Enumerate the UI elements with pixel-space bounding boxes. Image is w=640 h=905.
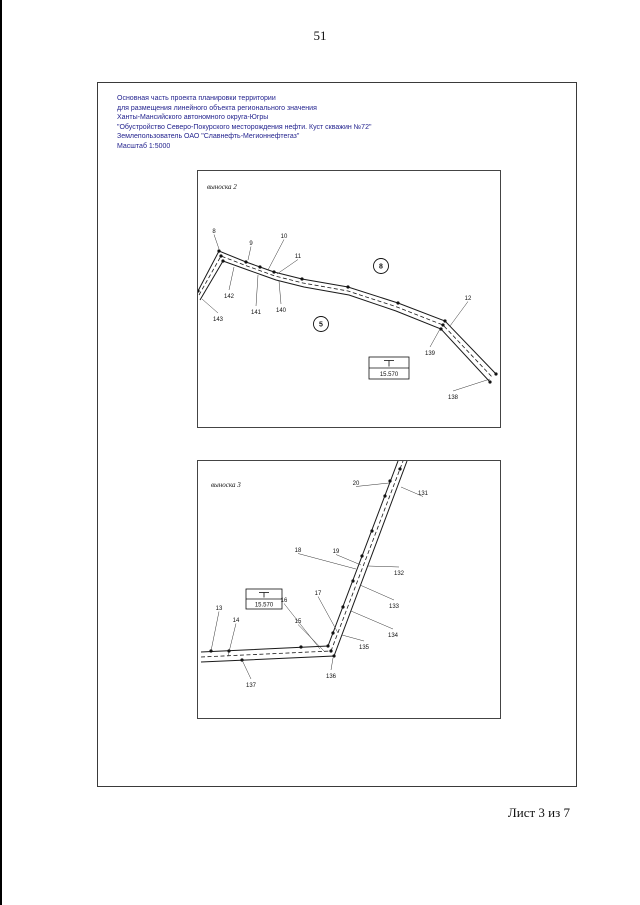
title-line: "Обустройство Северо-Покурского месторож… <box>117 123 372 131</box>
point-label: 17 <box>315 591 322 597</box>
drawing-frame: Основная часть проекта планировки террит… <box>97 82 577 787</box>
measurement-callout: 15.570 <box>368 356 410 380</box>
vynoska3-drawing: 15.570 20 131 18 19 132 133 134 135 136 16 17 15 13 1… <box>200 461 429 689</box>
point-label: 135 <box>359 645 370 651</box>
label-leader-line <box>367 565 400 568</box>
svg-text:8: 8 <box>379 264 383 271</box>
point-label: 8 <box>212 229 216 235</box>
title-line: Основная часть проекта планировки террит… <box>117 95 276 102</box>
title-line: Землепользователь ОАО "Славнефть-Мегионн… <box>117 133 300 140</box>
label-leader-line <box>201 298 219 314</box>
route-line <box>199 260 491 383</box>
point-label: 141 <box>251 310 262 316</box>
label-leader-line <box>213 234 220 250</box>
measurement-value: 15.570 <box>255 603 274 609</box>
label-leader-line <box>210 611 220 652</box>
label-leader-line <box>330 657 334 671</box>
point-label: 142 <box>224 294 235 300</box>
svg-text:5: 5 <box>319 322 323 329</box>
route-vertex-dots <box>209 467 402 662</box>
point-label: 9 <box>249 241 253 247</box>
point-label: 137 <box>246 683 257 689</box>
label-leader-line <box>297 624 326 653</box>
inset-vynoska3: 15.570 20 131 18 19 132 133 134 135 136 16 17 15 13 1… <box>197 460 501 719</box>
measurement-value: 15.570 <box>380 372 399 378</box>
label-leader-line <box>276 259 299 275</box>
circled-point-number: 5 <box>313 316 329 332</box>
point-label: 12 <box>465 296 472 302</box>
vynoska2-drawing: 15.570 8 9 10 11 142 141 140 143 12 139 138 8 5 <box>198 229 498 401</box>
title-line: Масштаб 1:5000 <box>117 142 171 150</box>
route-axis-line <box>198 255 494 379</box>
title-block: Основная часть проекта планировки террит… <box>117 94 517 151</box>
route-axis-line <box>200 461 404 658</box>
label-leader-line <box>228 266 235 291</box>
point-label: 143 <box>213 317 224 323</box>
point-label: 133 <box>389 604 400 610</box>
point-label: 136 <box>326 674 337 680</box>
scan-edge-artifact <box>0 0 2 905</box>
label-leader-line <box>355 482 390 487</box>
label-leader-line <box>241 659 252 680</box>
point-label: 16 <box>281 598 288 604</box>
point-label: 139 <box>425 351 436 357</box>
label-leader-line <box>317 596 339 634</box>
point-label: 18 <box>295 548 302 554</box>
route-vertex-dots <box>198 249 498 384</box>
circled-point-number: 8 <box>373 258 389 274</box>
label-leader-line <box>297 553 357 570</box>
point-label: 131 <box>418 491 429 497</box>
label-leader-line <box>255 274 259 307</box>
title-line: для размещения линейного объекта региона… <box>117 104 317 112</box>
label-leader-line <box>278 280 282 305</box>
sheet-number: Лист 3 из 7 <box>507 805 570 820</box>
measurement-callout: 15.570 <box>245 588 283 610</box>
point-label: 134 <box>388 633 399 639</box>
point-label: 19 <box>333 549 340 555</box>
label-leader-line <box>335 554 362 566</box>
point-label: 20 <box>353 481 360 487</box>
page-number: 51 <box>313 28 327 43</box>
label-leader-line <box>400 486 424 497</box>
label-leader-line <box>359 584 395 601</box>
label-leader-line <box>283 603 321 650</box>
inset-title: выноска 3 <box>211 481 241 489</box>
point-label: 138 <box>448 395 459 401</box>
title-line: Ханты-Мансийского автономного округа-Югр… <box>117 114 269 121</box>
route-line <box>198 250 497 375</box>
inset-vynoska2: 15.570 8 9 10 11 142 141 140 143 12 139 138 8 5 выно… <box>197 170 501 428</box>
label-leader-line <box>227 623 237 657</box>
point-label: 10 <box>281 234 288 240</box>
point-label: 13 <box>216 606 223 612</box>
label-leader-line <box>267 239 285 271</box>
inset-title: выноска 2 <box>207 183 237 191</box>
label-leader-line <box>247 246 252 261</box>
label-leader-line <box>429 328 441 348</box>
point-label: 11 <box>295 254 302 260</box>
point-label: 15 <box>295 619 302 625</box>
label-leader-line <box>449 301 469 327</box>
point-label: 140 <box>276 308 287 314</box>
point-label: 132 <box>394 571 405 577</box>
label-leader-line <box>350 610 394 630</box>
label-leader-line <box>452 378 491 392</box>
label-leader-line <box>341 634 365 642</box>
route-line <box>200 461 408 663</box>
point-label: 14 <box>233 618 240 624</box>
